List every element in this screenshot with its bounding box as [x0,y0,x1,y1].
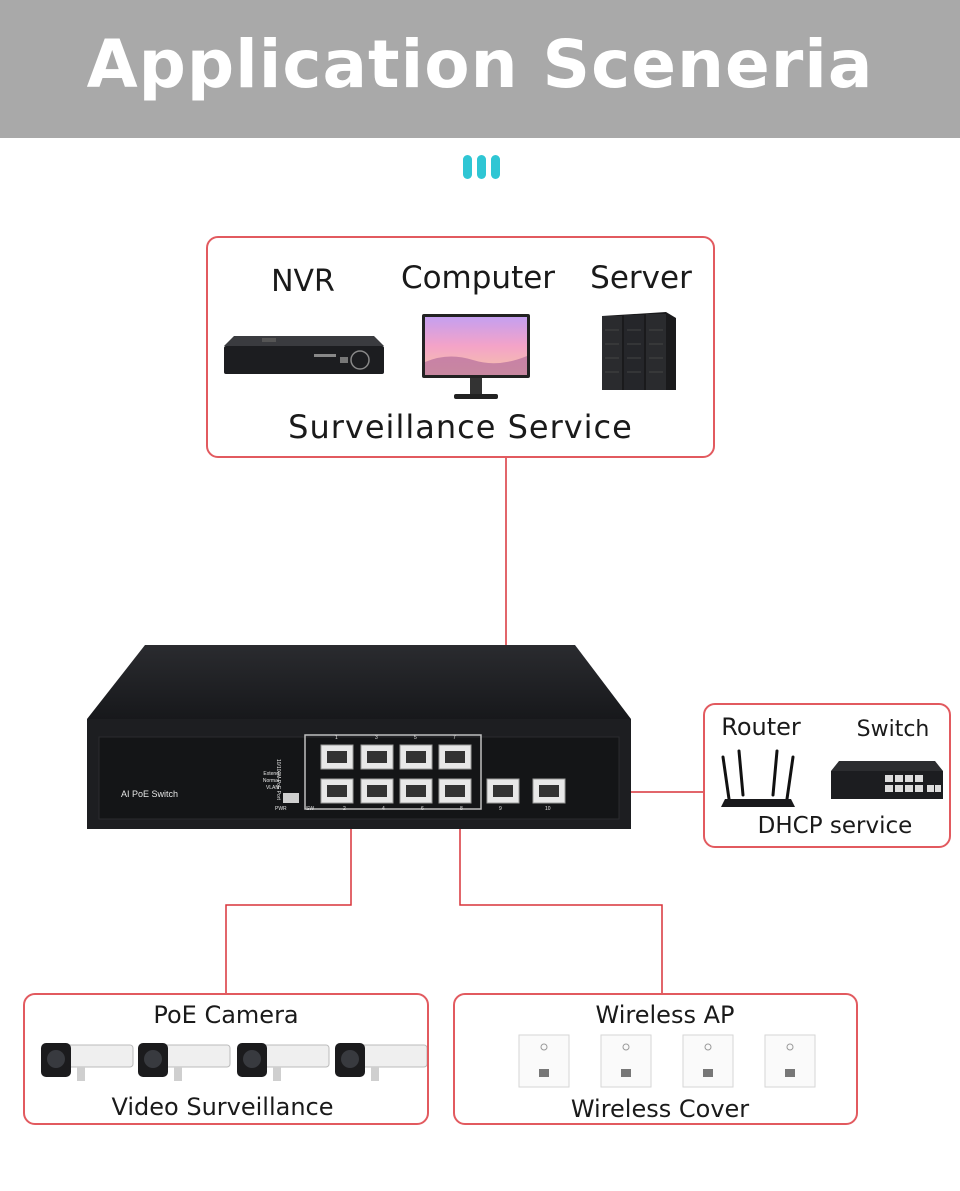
header-banner: Application Sceneria [0,0,960,138]
camera-2-icon [138,1043,231,1081]
camera-row-icon [41,1043,427,1081]
ap-2-icon [600,1034,652,1088]
wireless-ap-title: Wireless AP [595,1001,735,1029]
camera-1-icon [41,1043,134,1081]
server-label: Server [590,260,692,296]
computer-label: Computer [400,260,556,296]
port-3-number: 3 [375,735,378,741]
nvr-label: NVR [271,264,335,299]
port-7-number: 7 [453,735,456,741]
dot-2 [477,155,486,179]
port-2-number: 2 [343,806,346,812]
mode-normal-label: Normal [262,778,279,784]
switch-sw-label: SW [306,806,315,812]
poe-camera-title: PoE Camera [153,1001,299,1029]
ap-1-icon [518,1034,570,1088]
poe-camera-group: PoE Camera Video Surveillance [23,993,429,1125]
switch-label: Switch [856,717,930,742]
dot-3 [491,155,500,179]
dhcp-group: Router Switch DHCP service [703,703,951,848]
port-8-number: 8 [460,806,463,812]
port-5-number: 5 [414,735,417,741]
port-6-number: 6 [421,806,424,812]
router-device-icon [721,749,795,807]
switch-pwr-label: PWR [275,806,287,812]
decorative-dots [463,155,503,179]
surveillance-service-label: Surveillance Service [288,408,633,446]
ap-row-icon [518,1034,816,1088]
camera-4-icon [335,1043,427,1081]
ap-3-icon [682,1034,734,1088]
mini-switch-device-icon [831,761,943,799]
switch-mode-labels: Extend Normal VLAN [249,771,279,792]
mode-extend-label: Extend [263,771,279,777]
computer-monitor-icon [422,314,530,399]
wire-camera [225,808,352,993]
dhcp-service-label: DHCP service [757,813,913,839]
poe-switch-device: AI PoE Switch Extend Normal VLAN PWR SW … [85,645,633,835]
poe-switch-body-icon [87,645,631,829]
router-label: Router [721,713,801,741]
ap-4-icon [764,1034,816,1088]
surveillance-group: NVR Computer Server [206,236,715,458]
port-1-number: 1 [335,735,338,741]
port-10-number: 10 [545,806,551,812]
switch-brand-label: AI PoE Switch [121,789,179,799]
camera-3-icon [237,1043,330,1081]
wireless-ap-group: Wireless AP Wireless Cover [453,993,858,1125]
dot-1 [463,155,472,179]
wire-ap [459,808,663,993]
mode-vlan-label: VLAN [265,785,279,791]
port-9-number: 9 [499,806,502,812]
page-title: Application Sceneria [86,26,874,103]
server-rack-icon [602,312,676,390]
nvr-device-icon [224,336,384,374]
port-4-number: 4 [382,806,385,812]
video-surveillance-label: Video Surveillance [111,1093,334,1121]
switch-speed-label: 10/100M PoE Port [275,759,281,800]
wireless-cover-label: Wireless Cover [570,1095,750,1123]
